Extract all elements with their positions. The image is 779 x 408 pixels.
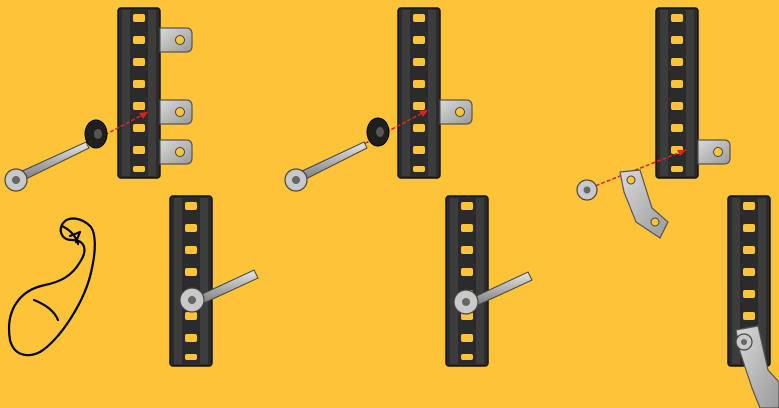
panel-a-bottom: [170, 196, 258, 366]
installed-angled-bracket: [736, 326, 779, 408]
tab-bracket: [440, 100, 472, 124]
tab-bracket: [160, 28, 192, 52]
tab-bracket: [698, 140, 730, 164]
panel-b-top: [285, 8, 472, 191]
spacer-hole: [376, 127, 384, 137]
angled-bracket: [620, 170, 668, 238]
tab-bracket: [160, 100, 192, 124]
panel-a-top: [5, 8, 192, 191]
rail: [398, 8, 440, 178]
bolt: [5, 142, 89, 191]
bolt: [285, 142, 367, 191]
panel-b-bottom: [446, 196, 532, 366]
rail: [170, 196, 212, 366]
flexed-arm-icon: [9, 219, 95, 356]
tab-bracket: [160, 140, 192, 164]
rail: [118, 8, 160, 178]
rail: [446, 196, 488, 366]
rail: [656, 8, 698, 178]
spacer-hole: [94, 129, 102, 139]
panel-c-bottom: [728, 196, 779, 408]
panel-c-top: [577, 8, 730, 238]
short-bolt: [577, 180, 597, 200]
